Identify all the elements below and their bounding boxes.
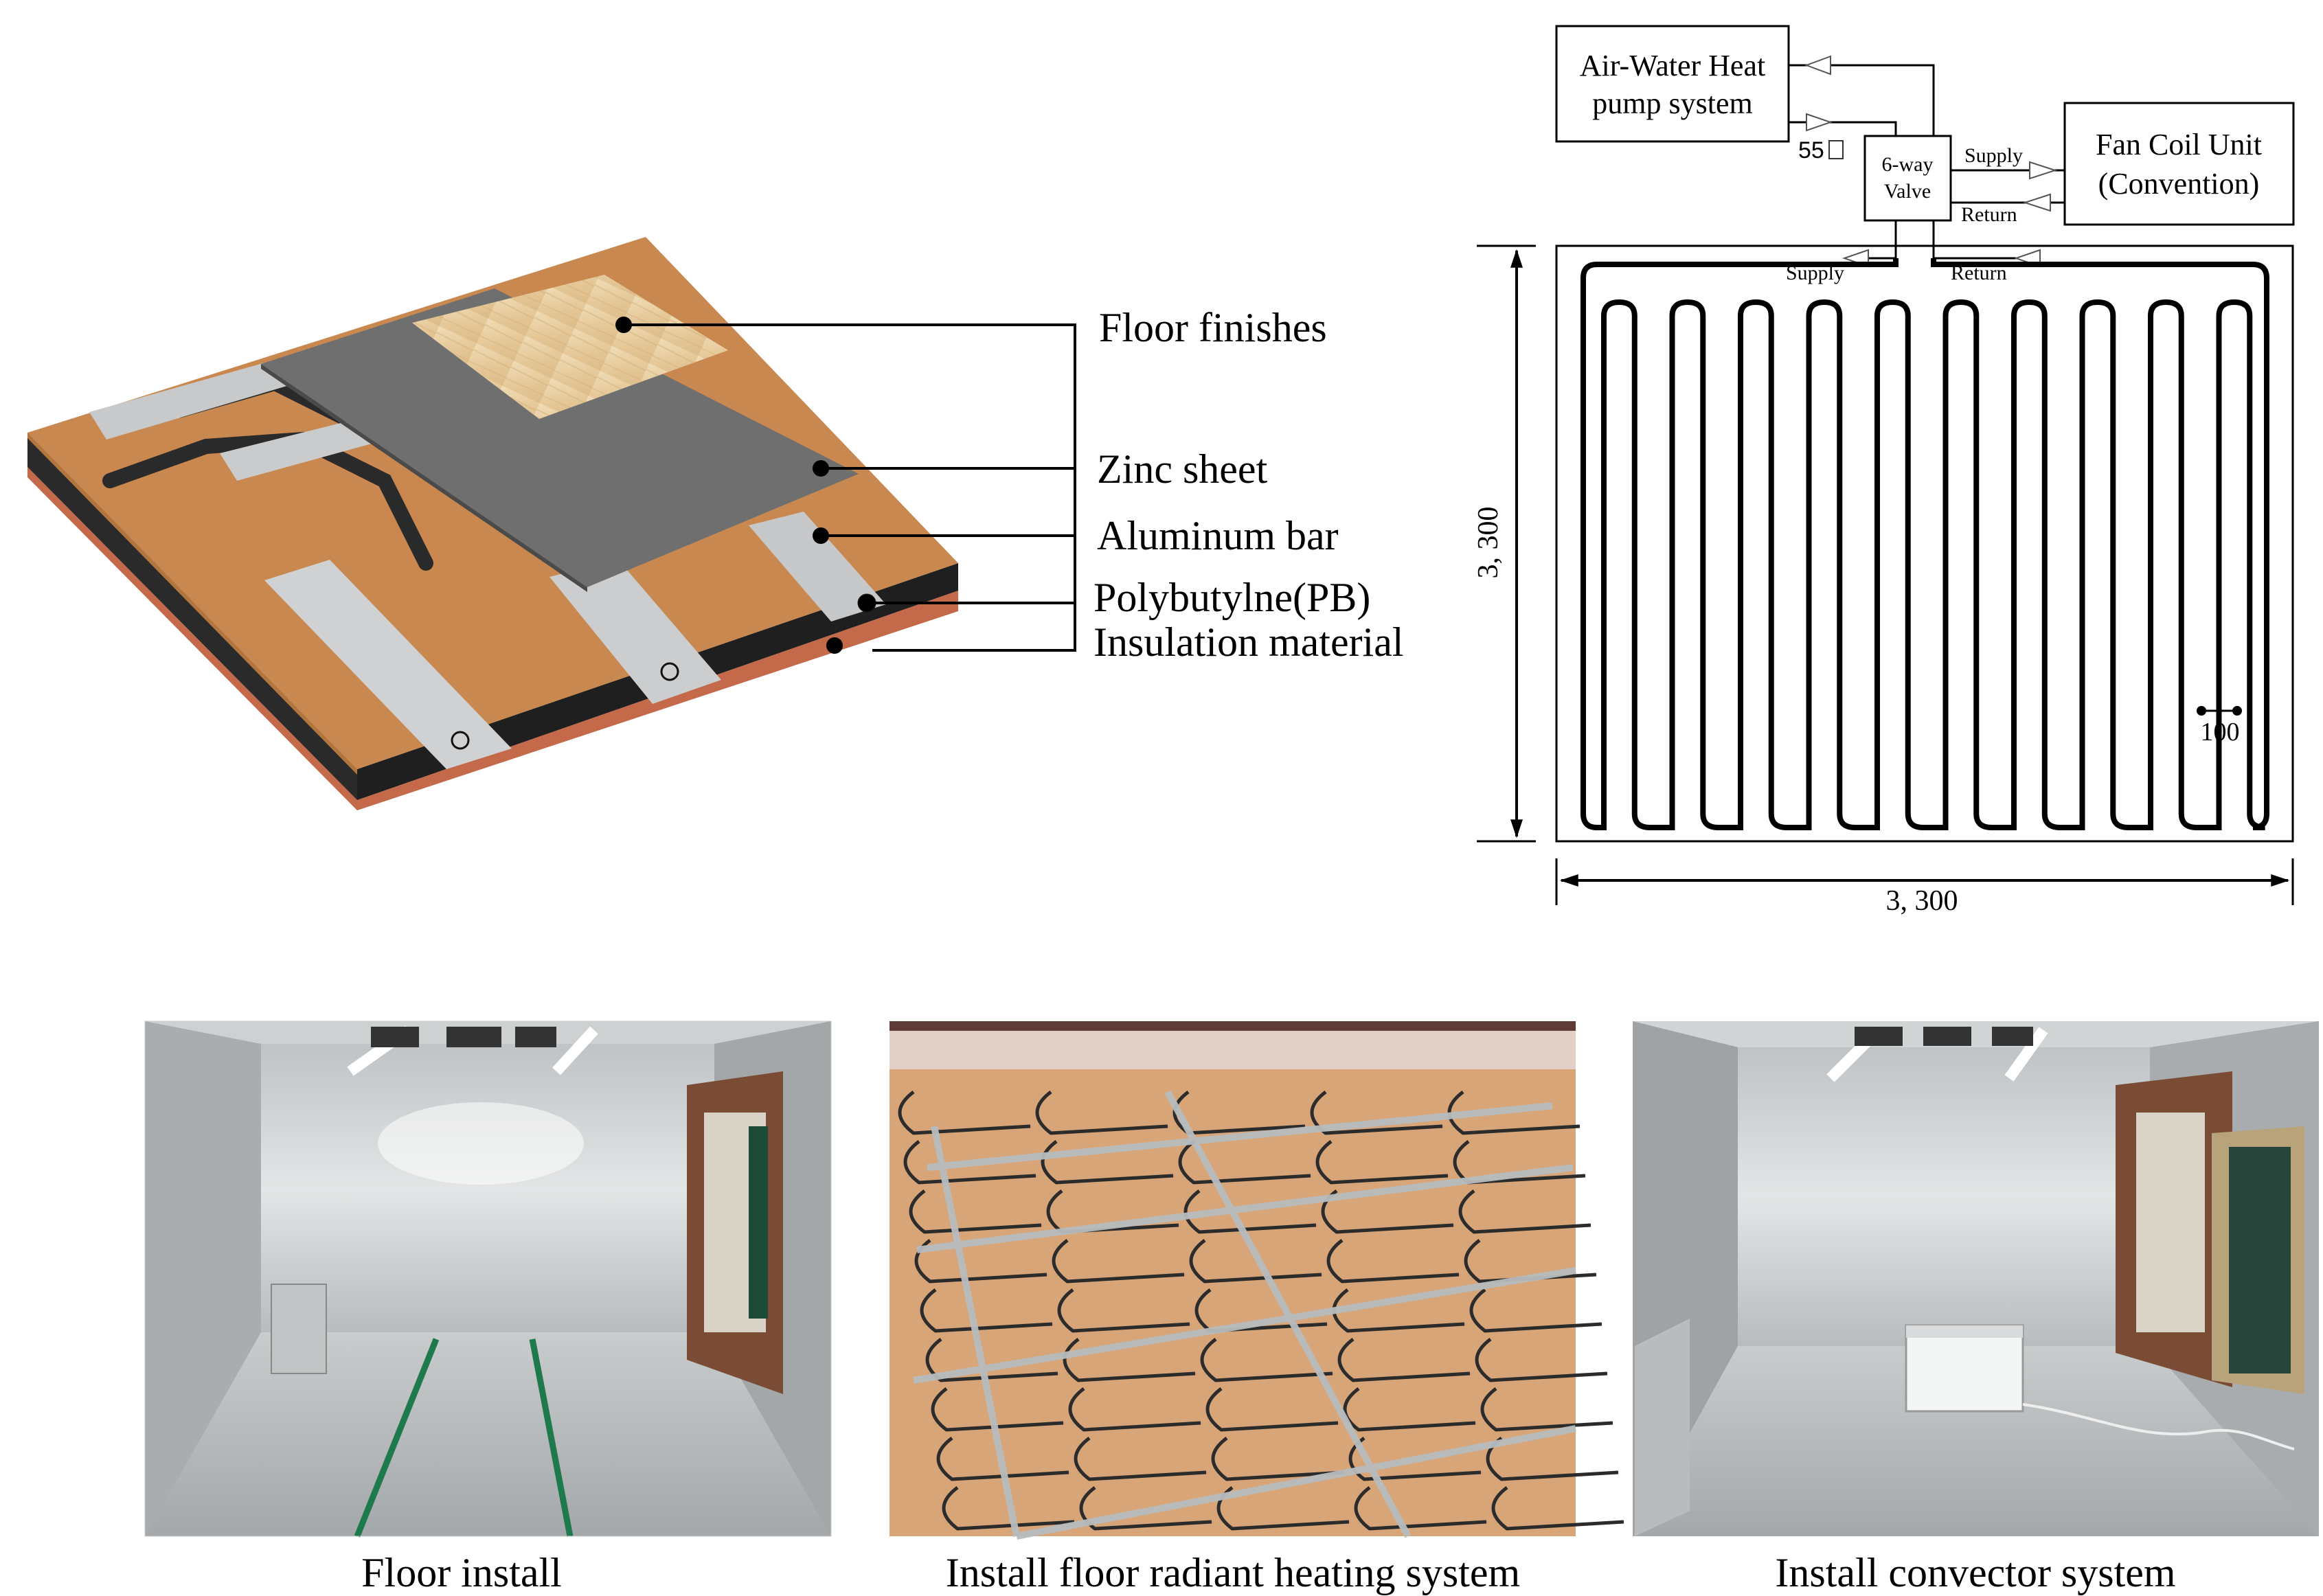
radiant-groove: [909, 1189, 1042, 1234]
heat-pump-box: [1555, 25, 1790, 143]
radiant-groove: [898, 1091, 1031, 1135]
leader-lines: [624, 323, 1076, 652]
aluminum-bar: [264, 560, 512, 769]
return-label-fcu: Return: [1961, 203, 2017, 226]
radiant-groove: [1491, 1486, 1624, 1531]
label-zinc-sheet: Zinc sheet: [1097, 446, 1268, 492]
radiant-groove: [1052, 1239, 1185, 1284]
radiant-groove: [1041, 1140, 1174, 1185]
aluminum-bar: [220, 419, 374, 481]
caption-convector: Install convector system: [1775, 1550, 2175, 1595]
radiant-groove: [1063, 1338, 1196, 1382]
radiant-groove: [1079, 1486, 1212, 1531]
radiant-groove: [1200, 1338, 1333, 1382]
radiant-groove: [1178, 1140, 1311, 1185]
radiant-groove: [1035, 1091, 1168, 1135]
radiant-groove: [1354, 1486, 1487, 1531]
layer-labels: Floor finishes Zinc sheet Aluminum bar P…: [1093, 305, 1404, 665]
photo-floor-install: [144, 1021, 832, 1538]
radiant-groove: [1315, 1140, 1449, 1185]
leader-dots: [615, 317, 875, 654]
photo-convector: [1633, 1021, 2319, 1536]
radiant-groove: [942, 1486, 1075, 1531]
dim-height-label: 3, 300: [1473, 507, 1504, 579]
valve-line1: 6-way: [1882, 153, 1934, 176]
radiant-groove: [1068, 1387, 1201, 1432]
radiant-groove: [1469, 1288, 1602, 1333]
aluminum-bar: [749, 512, 886, 622]
room-outline: [1555, 244, 2294, 843]
radiant-groove: [925, 1338, 1058, 1382]
fan-coil-line2: (Convention): [2098, 167, 2260, 201]
caption-radiant-floor: Install floor radiant heating system: [946, 1550, 1520, 1595]
radiant-groove: [920, 1288, 1053, 1333]
radiant-groove: [1310, 1091, 1443, 1135]
supply-label-fcu: Supply: [1964, 144, 2023, 167]
heat-pump-line1: Air-Water Heat: [1580, 49, 1765, 82]
label-aluminum-bar: Aluminum bar: [1097, 513, 1339, 558]
floor-layer-illustration: [27, 237, 958, 810]
radiant-groove: [914, 1239, 1047, 1284]
radiant-groove: [1211, 1437, 1344, 1481]
label-insulation: Insulation material: [1093, 619, 1404, 665]
radiant-groove: [1074, 1437, 1207, 1481]
radiant-groove: [1458, 1189, 1591, 1234]
radiant-groove: [1326, 1239, 1460, 1284]
valve-line2: Valve: [1884, 180, 1931, 203]
radiant-groove: [903, 1140, 1036, 1185]
six-way-valve-box: [1863, 135, 1952, 222]
caption-floor-install: Floor install: [361, 1550, 562, 1595]
radiant-groove: [1475, 1338, 1608, 1382]
radiant-groove: [1337, 1338, 1471, 1382]
radiant-groove: [1343, 1387, 1476, 1432]
hydronic-schematic: Air-Water Heat pump system 55 6-way Valv…: [1473, 25, 2295, 917]
fan-coil-box: [2063, 102, 2295, 226]
label-floor-finishes: Floor finishes: [1099, 305, 1327, 350]
radiant-groove: [936, 1437, 1069, 1481]
zinc-sheet: [261, 288, 859, 587]
dim-width-label: 3, 300: [1886, 885, 1958, 917]
radiant-groove: [1189, 1239, 1322, 1284]
radiant-groove: [1057, 1288, 1190, 1333]
radiant-groove: [931, 1387, 1064, 1432]
aluminum-bar: [549, 560, 721, 704]
radiant-groove: [1480, 1387, 1613, 1432]
radiant-groove: [1205, 1387, 1339, 1432]
serpentine-coil: [1580, 258, 2269, 830]
label-polybutylene: Polybutylne(PB): [1093, 575, 1370, 620]
fan-coil-line1: Fan Coil Unit: [2096, 128, 2262, 161]
pipe-spacing-label: 100: [2201, 718, 2240, 746]
radiant-groove: [1464, 1239, 1597, 1284]
photo-radiant-floor: [889, 1021, 1624, 1540]
supply-temp: 55: [1798, 137, 1824, 163]
heat-pump-line2: pump system: [1592, 87, 1752, 120]
coil-pipe-path: [1580, 258, 2269, 830]
floor-finish-panel: [412, 275, 728, 419]
